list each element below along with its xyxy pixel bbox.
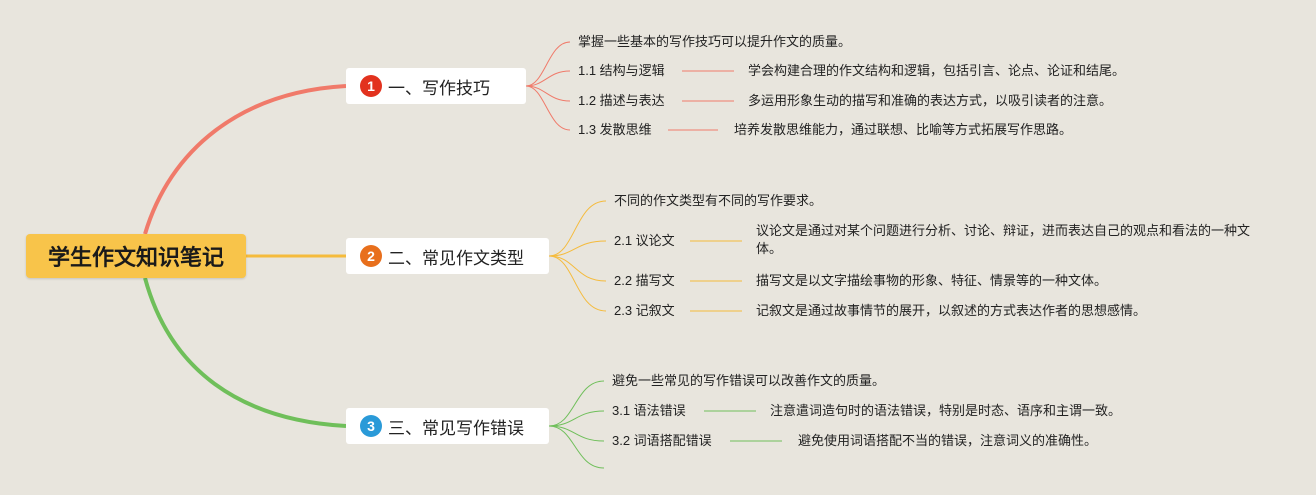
subtopic-desc[interactable]: 学会构建合理的作文结构和逻辑，包括引言、论点、论证和结尾。 — [748, 63, 1126, 78]
subtopic-desc[interactable]: 议论文是通过对某个问题进行分析、讨论、辩证，进而表达自己的观点和看法的一种文体。 — [756, 223, 1251, 256]
priority-1-icon: 1 — [360, 75, 382, 97]
branch-title: 一、写作技巧 — [388, 78, 490, 98]
subtopic-label[interactable]: 2.3 记叙文 — [614, 303, 675, 318]
branch-summary[interactable]: 掌握一些基本的写作技巧可以提升作文的质量。 — [578, 34, 852, 49]
branch-title: 二、常见作文类型 — [388, 248, 524, 268]
subtopic-label[interactable]: 1.3 发散思维 — [578, 122, 652, 137]
branch-summary[interactable]: 避免一些常见的写作错误可以改善作文的质量。 — [612, 373, 886, 388]
subtopic-desc[interactable]: 描写文是以文字描绘事物的形象、特征、情景等的一种文体。 — [756, 273, 1108, 288]
subtopic-label[interactable]: 1.1 结构与逻辑 — [578, 63, 665, 78]
subtopic-desc[interactable]: 避免使用词语搭配不当的错误，注意词义的准确性。 — [798, 433, 1098, 448]
root-topic[interactable]: 学生作文知识笔记 — [26, 234, 246, 278]
priority-2-icon: 2 — [360, 245, 382, 267]
subtopic-desc[interactable]: 注意遣词造句时的语法错误，特别是时态、语序和主谓一致。 — [770, 403, 1122, 418]
subtopic-desc[interactable]: 培养发散思维能力，通过联想、比喻等方式拓展写作思路。 — [734, 122, 1073, 137]
branch-essay-types[interactable]: 2 二、常见作文类型 — [346, 238, 549, 274]
branch-common-errors[interactable]: 3 三、常见写作错误 — [346, 408, 549, 444]
subtopic-label[interactable]: 1.2 描述与表达 — [578, 93, 665, 108]
subtopic-label[interactable]: 3.1 语法错误 — [612, 403, 686, 418]
priority-3-icon: 3 — [360, 415, 382, 437]
branch-summary[interactable]: 不同的作文类型有不同的写作要求。 — [614, 193, 823, 208]
subtopic-label[interactable]: 2.1 议论文 — [614, 233, 675, 248]
branch-title: 三、常见写作错误 — [388, 418, 524, 438]
branch-writing-skills[interactable]: 1 一、写作技巧 — [346, 68, 526, 104]
subtopic-label[interactable]: 3.2 词语搭配错误 — [612, 433, 712, 448]
subtopic-desc[interactable]: 记叙文是通过故事情节的展开，以叙述的方式表达作者的思想感情。 — [756, 303, 1147, 318]
subtopic-label[interactable]: 2.2 描写文 — [614, 273, 675, 288]
subtopic-desc[interactable]: 多运用形象生动的描写和准确的表达方式，以吸引读者的注意。 — [748, 93, 1113, 108]
